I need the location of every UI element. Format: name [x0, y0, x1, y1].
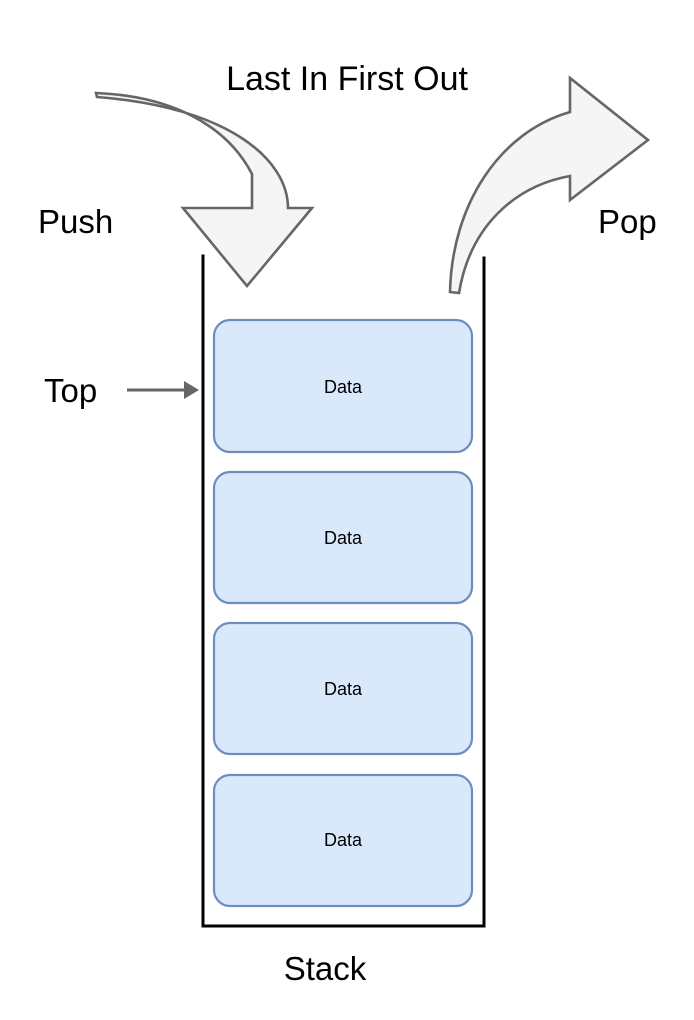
- top-pointer-arrow-icon: [127, 381, 199, 399]
- stack-cell-label: Data: [323, 679, 363, 699]
- stack-cell-1[interactable]: [212, 470, 474, 605]
- stack-cell-label: Data: [323, 830, 363, 850]
- stack-cell-label: Data: [323, 377, 363, 397]
- stack-cell-3[interactable]: [212, 773, 474, 908]
- stack-cell-label: Data: [323, 528, 363, 548]
- top-pointer-label: Top: [44, 372, 98, 409]
- push-arrow-icon: [94, 91, 315, 289]
- stack-container: [201, 254, 486, 928]
- stack-cell-2[interactable]: [212, 621, 474, 756]
- pop-arrow-icon: [448, 75, 651, 295]
- pop-label: Pop: [598, 203, 657, 240]
- stack-cell-0[interactable]: [212, 318, 474, 454]
- push-label: Push: [38, 203, 114, 240]
- diagram-title: Last In First Out: [226, 60, 468, 98]
- stack-structure-label: Stack: [283, 950, 367, 987]
